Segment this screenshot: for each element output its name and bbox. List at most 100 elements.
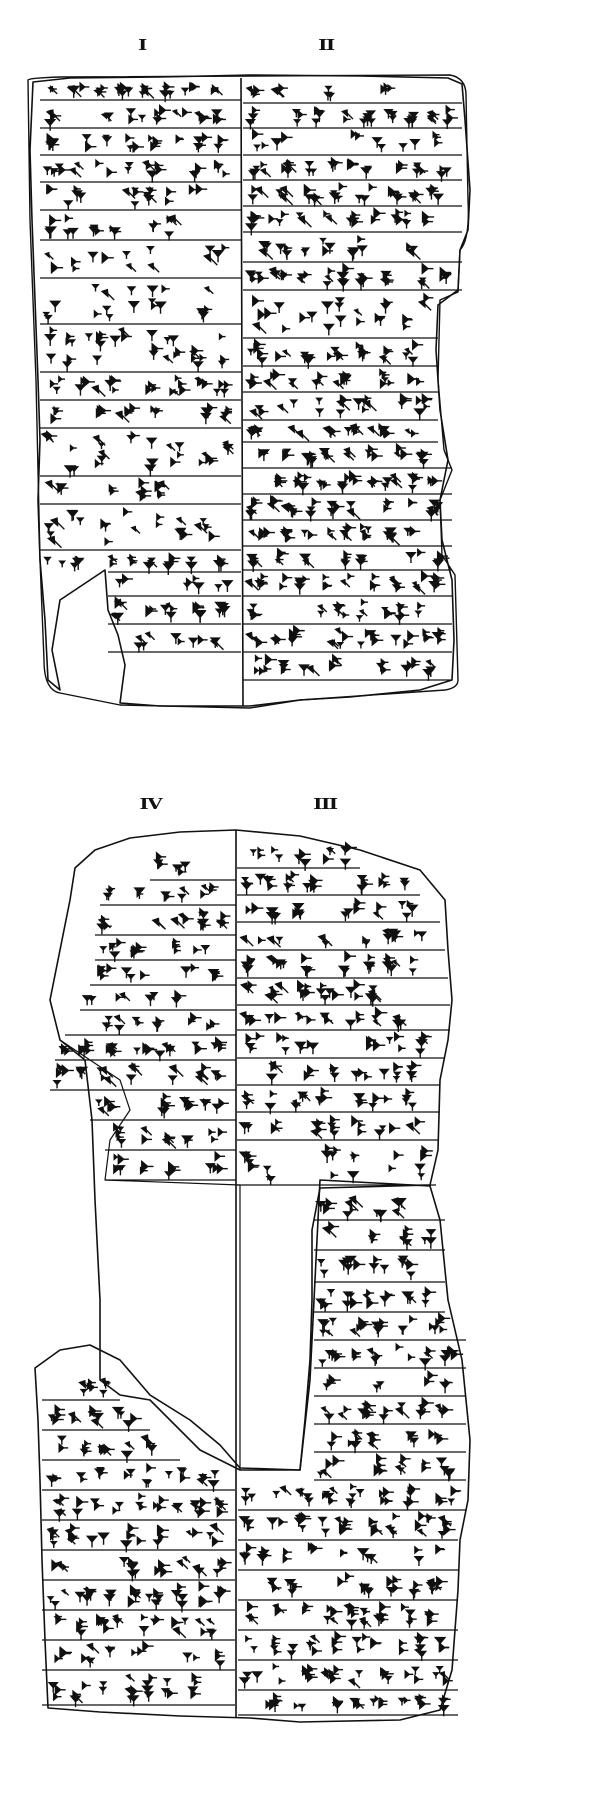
cuneiform-wedge <box>376 901 387 913</box>
cuneiform-wedge <box>122 1420 135 1432</box>
cuneiform-wedge <box>46 1596 55 1603</box>
cuneiform-wedge <box>154 301 167 314</box>
cuneiform-wedge <box>116 1138 127 1148</box>
cuneiform-wedge <box>104 537 113 547</box>
cuneiform-wedge <box>71 1415 80 1425</box>
cuneiform-wedge <box>281 1047 290 1055</box>
cuneiform-wedge <box>399 880 411 891</box>
cuneiform-wedge <box>43 556 52 565</box>
cuneiform-wedge <box>416 1631 429 1644</box>
cuneiform-wedge <box>175 346 186 358</box>
cuneiform-wedge <box>297 1011 307 1022</box>
cuneiform-wedge <box>111 1406 125 1419</box>
cuneiform-wedge <box>345 501 356 511</box>
cuneiform-wedge <box>365 1035 376 1047</box>
cuneiform-wedge <box>240 882 253 895</box>
cuneiform-wedge <box>356 1014 365 1024</box>
cuneiform-wedge <box>91 284 100 292</box>
cuneiform-wedge <box>145 1043 158 1056</box>
cuneiform-wedge <box>272 1634 281 1644</box>
cuneiform-wedge <box>46 1529 59 1541</box>
cuneiform-wedge <box>432 1672 440 1679</box>
cuneiform-wedge <box>275 243 287 255</box>
cuneiform-wedge <box>400 448 413 461</box>
cuneiform-wedge <box>402 1501 413 1511</box>
cuneiform-wedge <box>370 214 381 225</box>
cuneiform-wedge <box>286 1650 297 1660</box>
cuneiform-wedge <box>46 139 59 152</box>
cuneiform-wedge <box>193 1678 202 1687</box>
cuneiform-wedge <box>315 1097 325 1106</box>
cuneiform-wedge <box>54 1403 65 1416</box>
cuneiform-wedge <box>334 1350 346 1363</box>
cuneiform-wedge <box>176 1593 189 1605</box>
cuneiform-wedge <box>213 159 224 170</box>
cuneiform-wedge <box>89 225 99 234</box>
cuneiform-wedge <box>355 615 364 622</box>
cuneiform-wedge <box>209 882 219 892</box>
cuneiform-wedge <box>63 465 77 478</box>
cuneiform-wedge <box>290 870 300 880</box>
cuneiform-wedge <box>324 242 336 254</box>
cuneiform-wedge <box>451 1486 460 1496</box>
cuneiform-wedge <box>421 1462 432 1474</box>
cuneiform-wedge <box>359 1607 368 1616</box>
reverse-line-rules <box>42 867 466 1716</box>
cuneiform-wedge <box>127 301 141 313</box>
cuneiform-wedge <box>290 1102 302 1113</box>
cuneiform-wedge <box>372 1092 385 1105</box>
cuneiform-wedge <box>75 1629 87 1640</box>
cuneiform-wedge <box>387 185 399 198</box>
cuneiform-wedge <box>344 472 354 483</box>
cuneiform-wedge <box>99 330 107 339</box>
cuneiform-wedge <box>140 1613 148 1622</box>
cuneiform-wedge <box>296 273 308 283</box>
cuneiform-wedge <box>291 902 305 916</box>
cuneiform-wedge <box>246 1600 259 1613</box>
cuneiform-wedge <box>306 664 320 677</box>
cuneiform-wedge <box>92 355 103 365</box>
cuneiform-wedge <box>172 937 181 946</box>
cuneiform-wedge <box>411 168 422 178</box>
cuneiform-wedge <box>175 516 187 526</box>
cuneiform-wedge <box>200 1594 213 1608</box>
cuneiform-wedge <box>140 970 150 981</box>
cuneiform-wedge <box>144 464 157 477</box>
cuneiform-wedge <box>208 530 220 543</box>
cuneiform-wedge <box>238 1677 251 1689</box>
cuneiform-wedge <box>97 1615 109 1627</box>
cuneiform-wedge <box>44 226 58 239</box>
cuneiform-wedge <box>274 981 289 994</box>
cuneiform-wedge <box>369 1523 384 1536</box>
cuneiform-wedge <box>381 377 389 384</box>
cuneiform-wedge <box>239 1011 254 1023</box>
cuneiform-wedge <box>170 997 182 1008</box>
cuneiform-wedge <box>249 849 258 856</box>
cuneiform-wedge <box>254 271 263 279</box>
cuneiform-wedge <box>206 1629 218 1640</box>
cuneiform-wedge <box>49 300 62 313</box>
cuneiform-wedge <box>414 1674 424 1685</box>
cuneiform-wedge <box>414 1519 427 1532</box>
cuneiform-wedge <box>60 1043 72 1055</box>
cuneiform-wedge <box>437 626 445 635</box>
cuneiform-wedge <box>334 302 345 312</box>
cuneiform-wedge <box>391 959 401 967</box>
cuneiform-wedge <box>63 200 74 210</box>
cuneiform-wedge <box>414 1545 423 1555</box>
cuneiform-wedge <box>336 642 345 649</box>
cuneiform-wedge <box>193 522 208 534</box>
cuneiform-wedge <box>114 410 130 423</box>
cuneiform-wedge <box>353 1258 366 1271</box>
cuneiform-wedge <box>71 1693 84 1704</box>
cuneiform-wedge <box>355 554 365 563</box>
cuneiform-wedge <box>408 1437 420 1448</box>
cuneiform-wedge <box>306 1014 316 1025</box>
cuneiform-wedge <box>326 1288 336 1297</box>
cuneiform-wedge <box>67 227 79 239</box>
cuneiform-wedge <box>275 1118 282 1126</box>
cuneiform-wedge <box>407 1102 417 1111</box>
cuneiform-wedge <box>332 1695 344 1707</box>
cuneiform-wedge <box>359 1620 369 1629</box>
cuneiform-wedge <box>364 394 372 403</box>
